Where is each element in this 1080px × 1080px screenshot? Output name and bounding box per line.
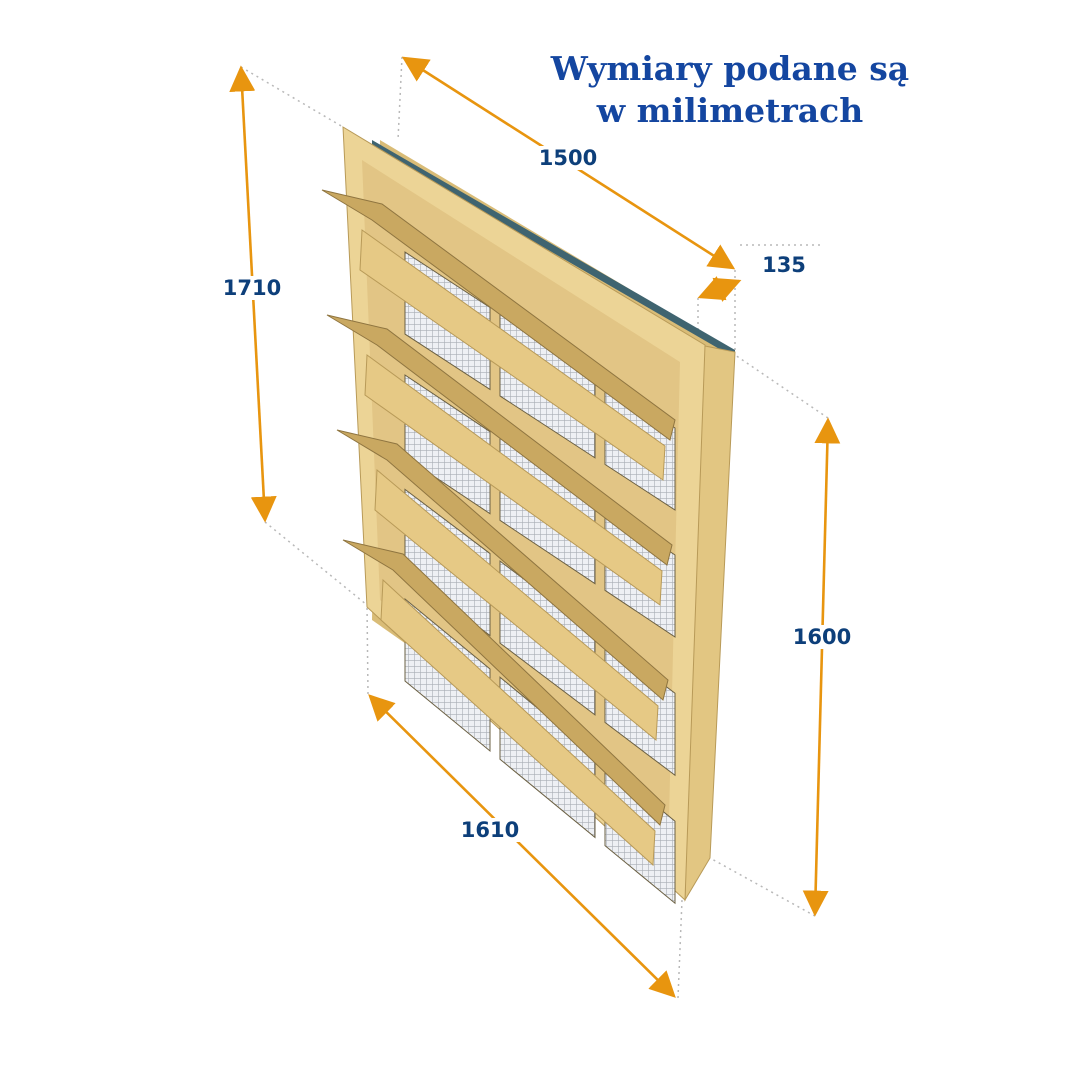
units-note-line1: Wymiary podane są (550, 49, 910, 88)
louvre-body (321, 126, 736, 905)
arrow-1610 (368, 694, 676, 998)
dim-label-width-bottom: 1610 (457, 818, 523, 842)
blade-front-face (364, 354, 663, 606)
louvre-blade (321, 189, 676, 441)
dim-label-height-right: 1600 (789, 625, 855, 649)
louvre-blade (336, 429, 669, 701)
louvre-blade (326, 314, 673, 566)
units-note-line2: w milimetrach (596, 91, 864, 130)
dim-label-depth: 135 (759, 253, 809, 277)
dim-label-width-top: 1500 (535, 146, 601, 170)
dim-label-height-left: 1710 (219, 276, 285, 300)
blade-front-face (359, 229, 666, 481)
arrow-135 (697, 276, 742, 302)
arrow-1600 (802, 417, 841, 917)
units-note: Wymiary podane są w milimetrach (520, 48, 940, 132)
